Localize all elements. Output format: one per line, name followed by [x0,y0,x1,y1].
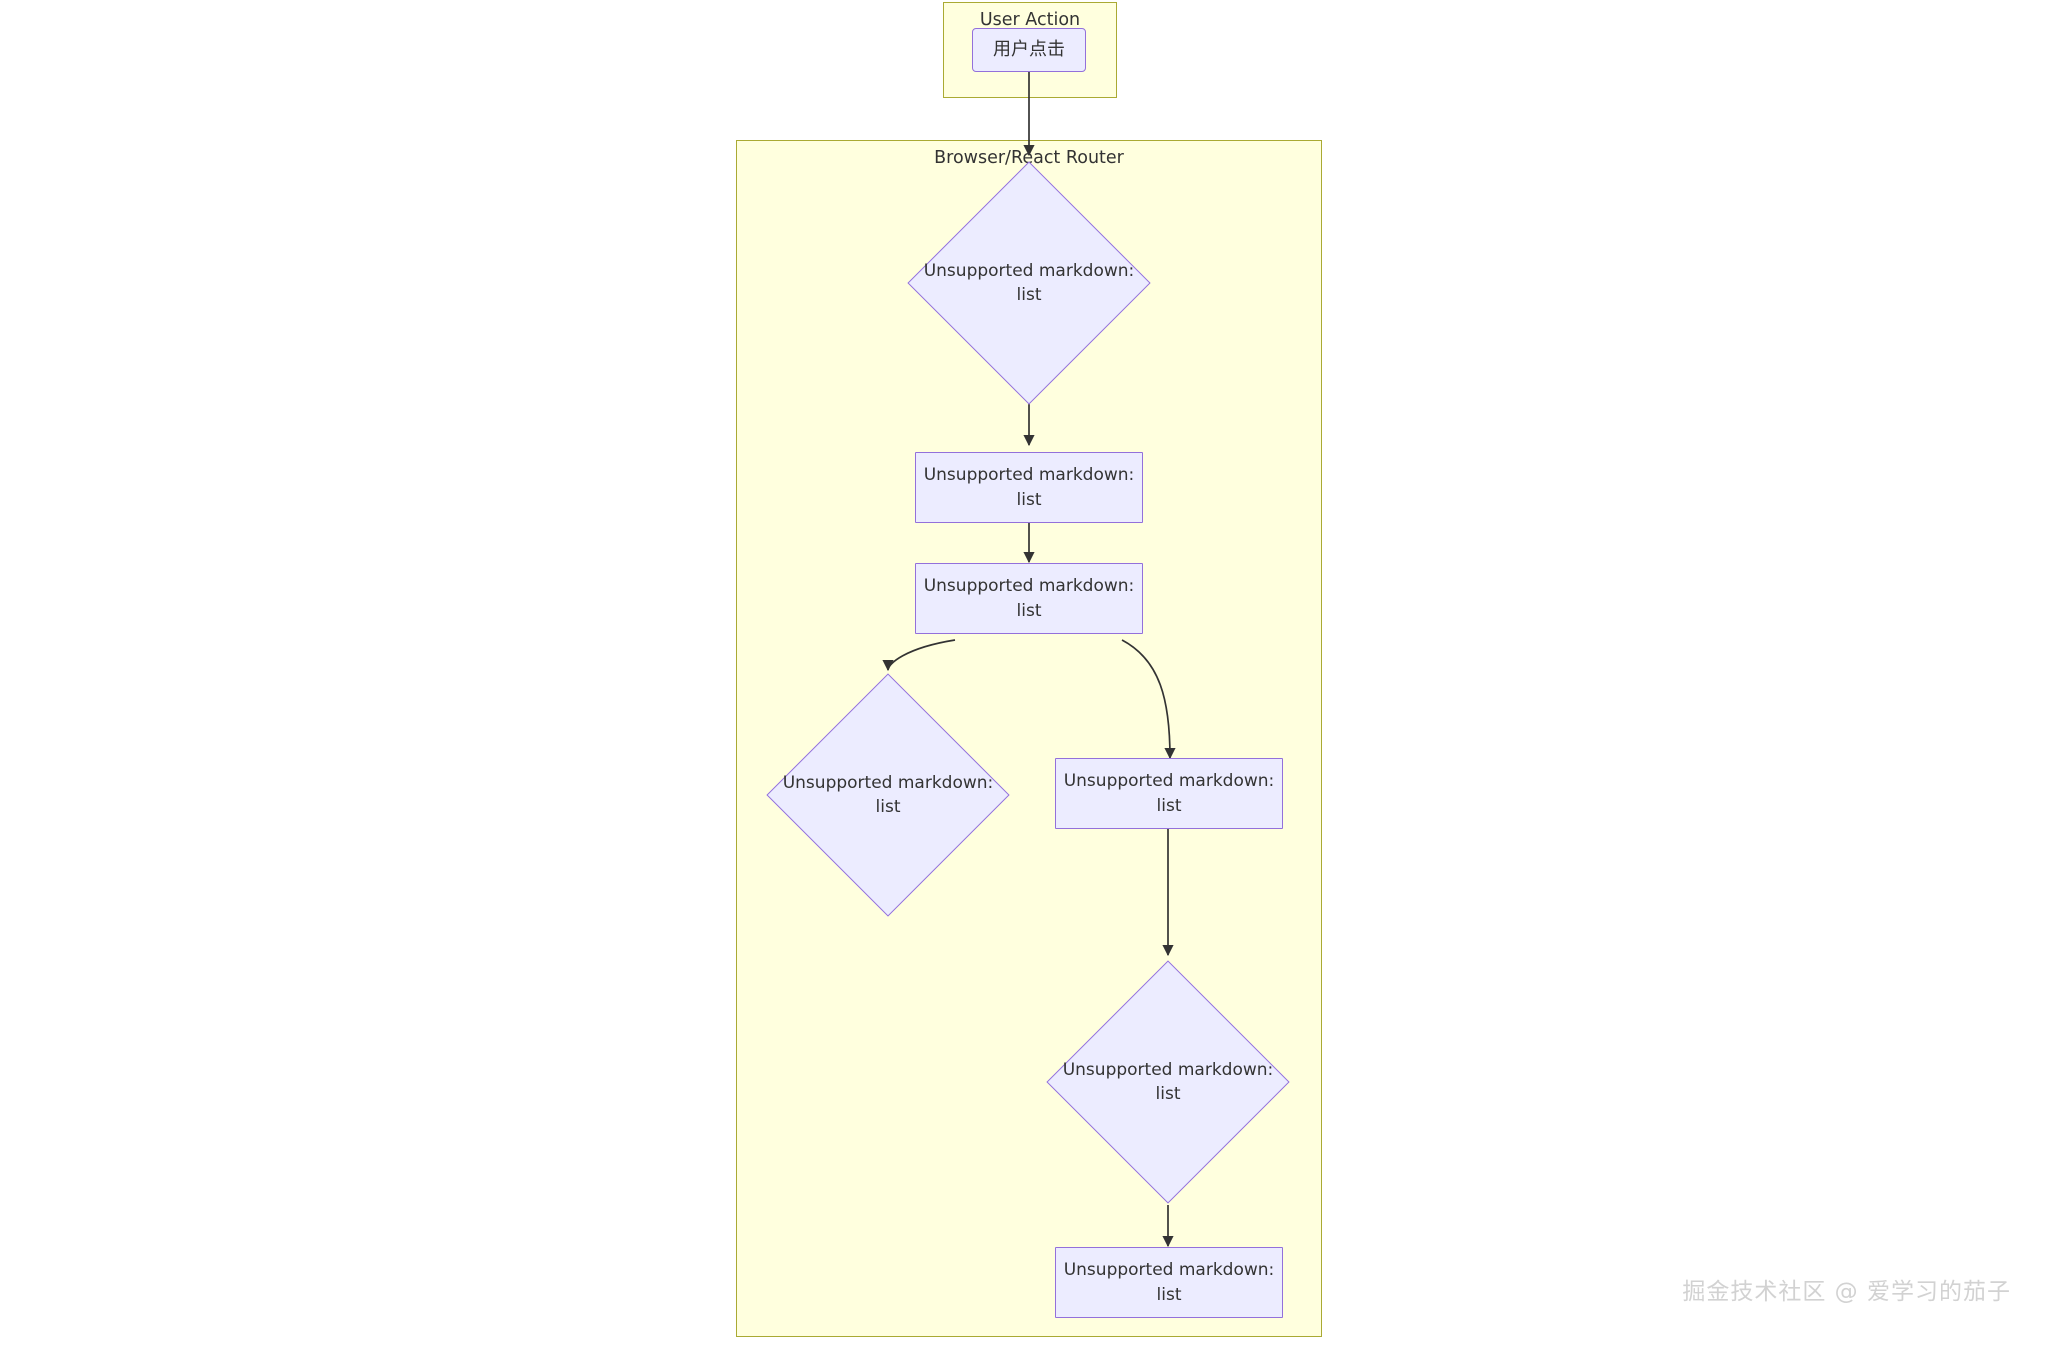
node-decision-2[interactable]: Unsupported markdown: list [766,673,1010,917]
node-process-4[interactable]: Unsupported markdown: list [1055,1247,1283,1318]
cluster-user-action-label: User Action [979,10,1081,30]
node-decision-3-label: Unsupported markdown: list [1062,1059,1274,1104]
node-process-3[interactable]: Unsupported markdown: list [1055,758,1283,829]
node-user-click-label: 用户点击 [993,39,1065,61]
node-decision-1-label: Unsupported markdown: list [923,260,1135,305]
node-process-2[interactable]: Unsupported markdown: list [915,563,1143,634]
node-decision-1[interactable]: Unsupported markdown: list [907,161,1151,405]
node-decision-2-label: Unsupported markdown: list [782,772,994,817]
node-decision-3[interactable]: Unsupported markdown: list [1046,960,1290,1204]
node-process-1-label: Unsupported markdown: list [923,465,1135,510]
node-user-click[interactable]: 用户点击 [972,28,1086,72]
watermark: 掘金技术社区 @ 爱学习的茄子 [1682,1279,2011,1305]
node-process-3-label: Unsupported markdown: list [1063,771,1275,816]
node-process-2-label: Unsupported markdown: list [923,576,1135,621]
node-process-1[interactable]: Unsupported markdown: list [915,452,1143,523]
node-process-4-label: Unsupported markdown: list [1063,1260,1275,1305]
cluster-browser-react-router-label: Browser/React Router [934,148,1124,168]
